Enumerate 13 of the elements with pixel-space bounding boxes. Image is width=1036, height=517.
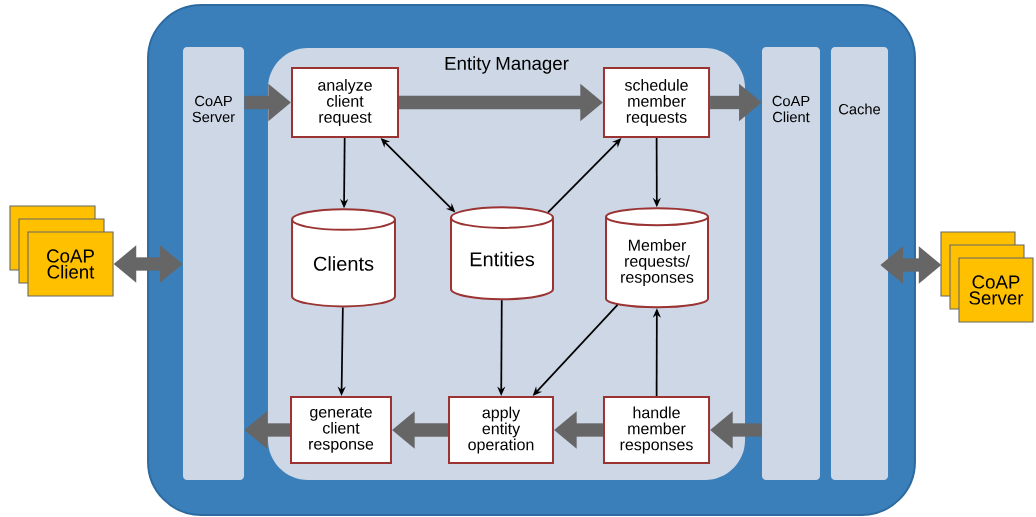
process-box: apply entity operation — [448, 396, 554, 464]
process-box: schedule member requests — [602, 66, 711, 139]
column-panel: Cache — [830, 46, 889, 481]
process-box: generate client response — [290, 396, 392, 464]
stacked-box: CoAP Client — [9, 205, 114, 297]
database-cylinder: Clients — [291, 208, 396, 308]
column-panel: CoAP Server — [183, 46, 245, 481]
process-box: analyze client request — [291, 66, 399, 139]
process-box: handle member responses — [602, 396, 711, 464]
database-cylinder: Member requests/ responses — [605, 207, 709, 309]
stacked-box: CoAP Server — [940, 231, 1034, 323]
database-cylinder: Entities — [450, 206, 554, 301]
column-panel: CoAP Client — [762, 46, 820, 481]
